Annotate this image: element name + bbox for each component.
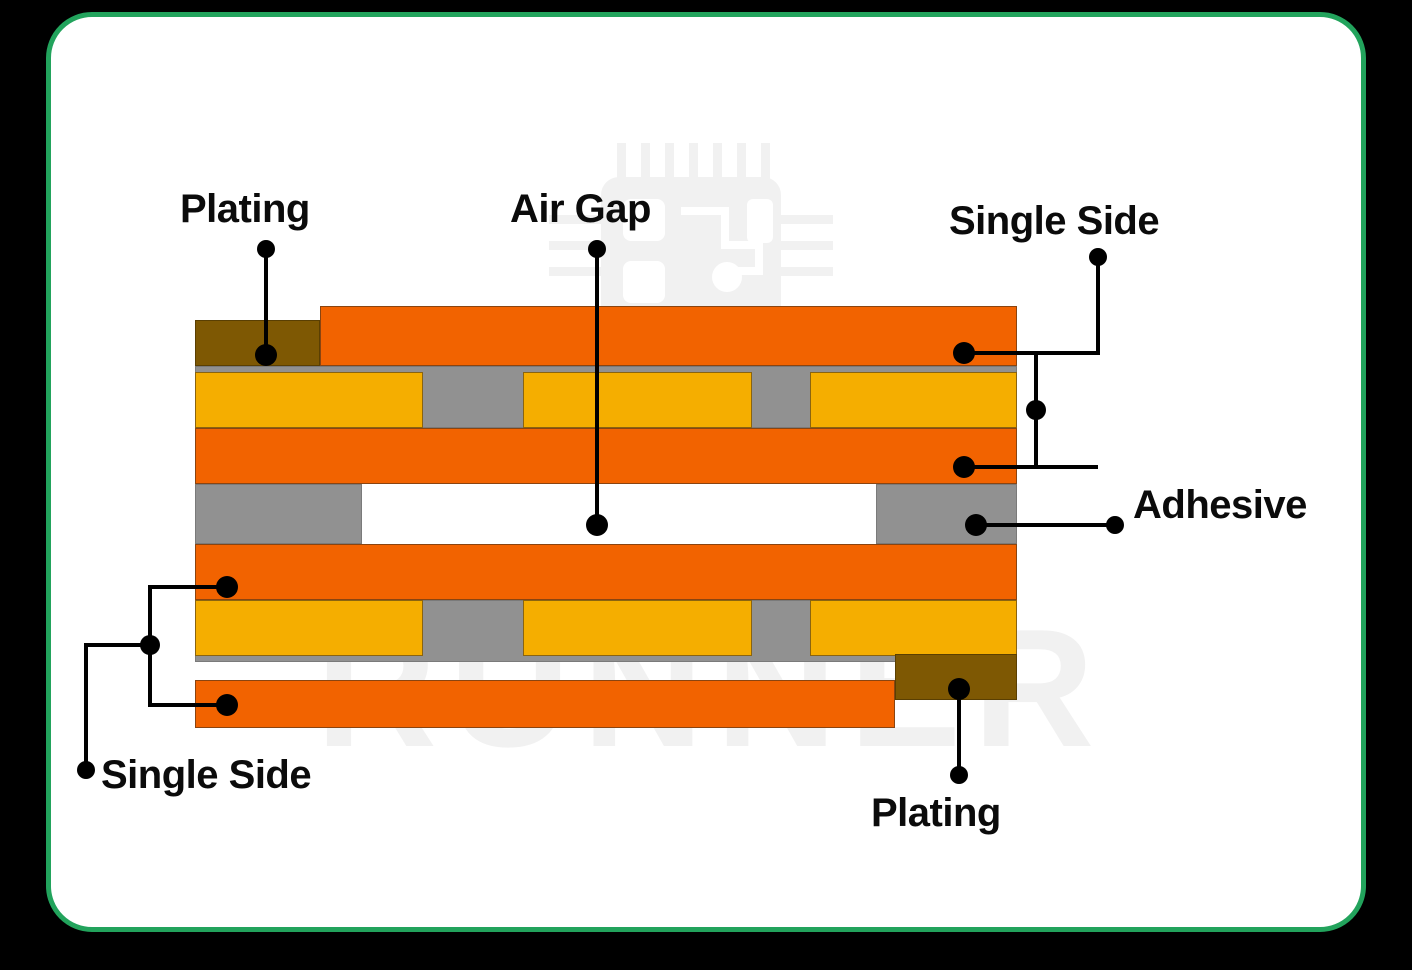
layer-upper-trace-1 xyxy=(195,372,423,428)
layer-top-plating xyxy=(195,320,320,366)
label-single-side-bot: Single Side xyxy=(101,753,312,797)
layer-lower-trace-3 xyxy=(810,600,1017,656)
layer-bottom-plating xyxy=(895,654,1017,700)
layer-lower-trace-1 xyxy=(195,600,423,656)
layer-adhesive-left xyxy=(195,484,362,544)
layer-upper-substrate xyxy=(195,428,1017,484)
layer-bottom-coverlay xyxy=(195,680,895,728)
layer-adhesive-right xyxy=(876,484,1017,544)
air-gap-void xyxy=(362,484,876,544)
label-air-gap: Air Gap xyxy=(510,187,651,231)
layer-top-coverlay xyxy=(320,306,1017,366)
layer-lower-substrate xyxy=(195,544,1017,600)
layer-upper-trace-2 xyxy=(523,372,752,428)
layer-upper-trace-3 xyxy=(810,372,1017,428)
label-plating-top: Plating xyxy=(180,187,310,231)
label-single-side-top: Single Side xyxy=(949,199,1160,243)
label-adhesive: Adhesive xyxy=(1133,483,1307,527)
label-plating-bottom: Plating xyxy=(871,791,1001,835)
diagram-card: PCB RUNNER Platin xyxy=(46,12,1366,932)
layer-lower-trace-2 xyxy=(523,600,752,656)
